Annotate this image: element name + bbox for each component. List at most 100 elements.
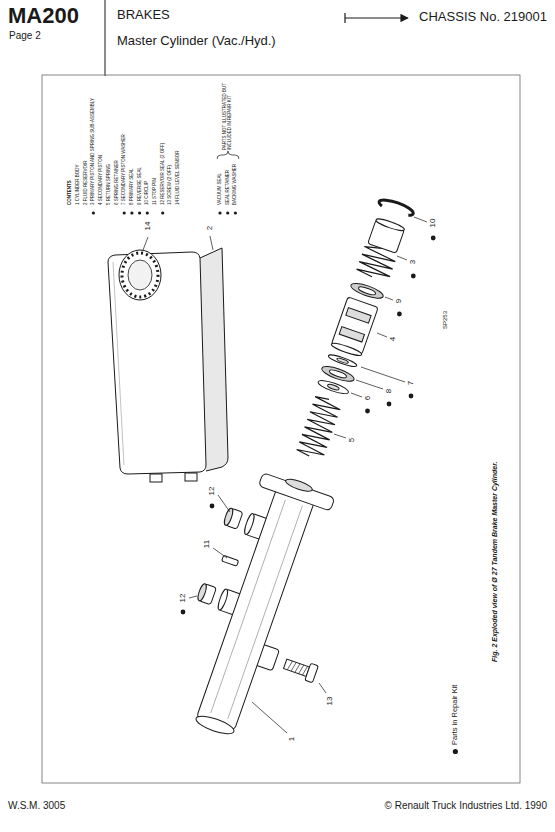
legend-dot [452,748,459,755]
piston-washer [327,353,357,369]
primary-piston-assembly [375,217,405,233]
callout-dots [387,402,392,407]
legend-dot [452,749,457,754]
contents-item: 14 FLUID LEVEL SENSOR [176,150,181,205]
contents-note: PARTS NOT ILLUSTRATED BUT INCLUDED IN RE… [223,76,233,150]
primary-seal [320,364,355,385]
leader-lines [397,256,407,260]
callout-dots [181,610,186,615]
document-number: W.S.M. 3005 [8,800,65,811]
contents-item: 4 SECONDARY PISTON [99,155,104,205]
contents-item: SEAL RETAINER [225,170,230,205]
piston-washer [327,353,357,369]
contents-item: 9 REVERSE SEAL [137,167,142,205]
cylinder-body [194,713,236,738]
page-number: Page 2 [9,30,41,41]
secondary-piston [330,341,362,357]
contents-item: 3 PRIMARY PISTON AND SPRING SUB-ASSEMBLY [91,98,96,205]
contents-item: 5 RETURN SPRING [106,164,111,205]
contents-item: BACKING WASHER [233,164,238,205]
drawing-reference: SP253 [442,311,449,329]
reverse-seal [349,281,384,302]
fluid-reservoir [185,473,197,481]
figure-frame [42,75,520,783]
header-rules [105,0,408,76]
cylinder-body [177,469,336,743]
header-rules [105,0,106,76]
circlip [378,197,415,217]
leader-lines [385,297,393,300]
callout-dots [431,236,436,241]
leader-lines [189,596,197,598]
leader-lines [361,367,405,382]
header-rules [345,17,408,18]
primary-seal [329,369,348,380]
callout-dots [181,236,436,615]
callout-number: 6 [363,396,372,400]
contents-item: 1 CYLINDER BODY [76,164,81,205]
section-heading: BRAKES [117,8,170,22]
callout-dots [411,274,416,279]
callout-number: 13 [326,697,335,706]
repair-kit-dots [226,211,229,214]
chassis-number: CHASSIS No. 219001 [419,10,547,24]
contents-item: 13 SCREW (2 OFF) [168,165,173,205]
contents-heading: CONTENTS [68,180,73,205]
contents-item: 11 STOP PIN [153,178,158,205]
manual-code: MA200 [8,4,79,28]
circlip [378,197,415,217]
cylinder-body [284,477,313,494]
cylinder-body [228,506,303,719]
figure-caption: Fig. 2 Exploded view of Ø 27 Tandem Brak… [491,462,499,662]
callout-number: 5 [348,438,357,442]
repair-kit-dots [138,211,141,214]
contents-item: VACUUM SEAL [218,173,223,205]
return-spring [296,395,342,461]
fluid-reservoir [113,262,124,465]
callout-number: 3 [409,260,418,264]
stop-pin [222,555,239,566]
reverse-seal [358,286,377,297]
piston-washer [336,357,348,364]
cylinder-body [216,588,229,611]
repair-kit-dots [234,211,237,214]
reverse-seal [349,281,384,302]
leader-lines [218,495,230,512]
repair-kit-dots [92,211,237,214]
contents-item: 10 CIRCLIP [145,181,150,205]
callout-dots [365,409,370,414]
callout-number: 12 [208,487,217,496]
callout-number: 14 [144,222,153,231]
fluid-level-sensor-cap [128,260,152,290]
callout-number: 9 [395,299,404,303]
secondary-piston [346,308,371,323]
reservoir-seal [196,583,208,602]
screw [282,655,318,683]
callout-number: 8 [385,389,394,393]
legend-text: Parts in Repair Kit [451,685,459,745]
leader-lines [252,702,287,733]
repair-kit-dots [130,211,133,214]
callout-dots [210,504,215,509]
leader-lines [377,333,387,337]
callout-number: 7 [407,381,416,385]
reservoir-seal [196,507,243,604]
fluid-reservoir [150,474,162,482]
screw [287,660,307,675]
legend-entry: Parts in Repair Kit [451,685,459,755]
callout-number: 4 [389,337,398,341]
fluid-reservoir [108,248,228,482]
cylinder-body [196,487,315,731]
repair-kit-dots [92,211,95,214]
callout-number: 2 [206,226,215,230]
page-title: Master Cylinder (Vac./Hyd.) [117,34,276,48]
callout-number: 11 [203,540,212,548]
spring-retainer [327,383,340,391]
cylinder-body [211,500,286,713]
primary-seal [320,364,355,385]
callout-number: 12 [179,594,188,603]
secondary-piston [330,297,378,358]
contents-item: 6 SPRING RETAINER [114,160,119,205]
